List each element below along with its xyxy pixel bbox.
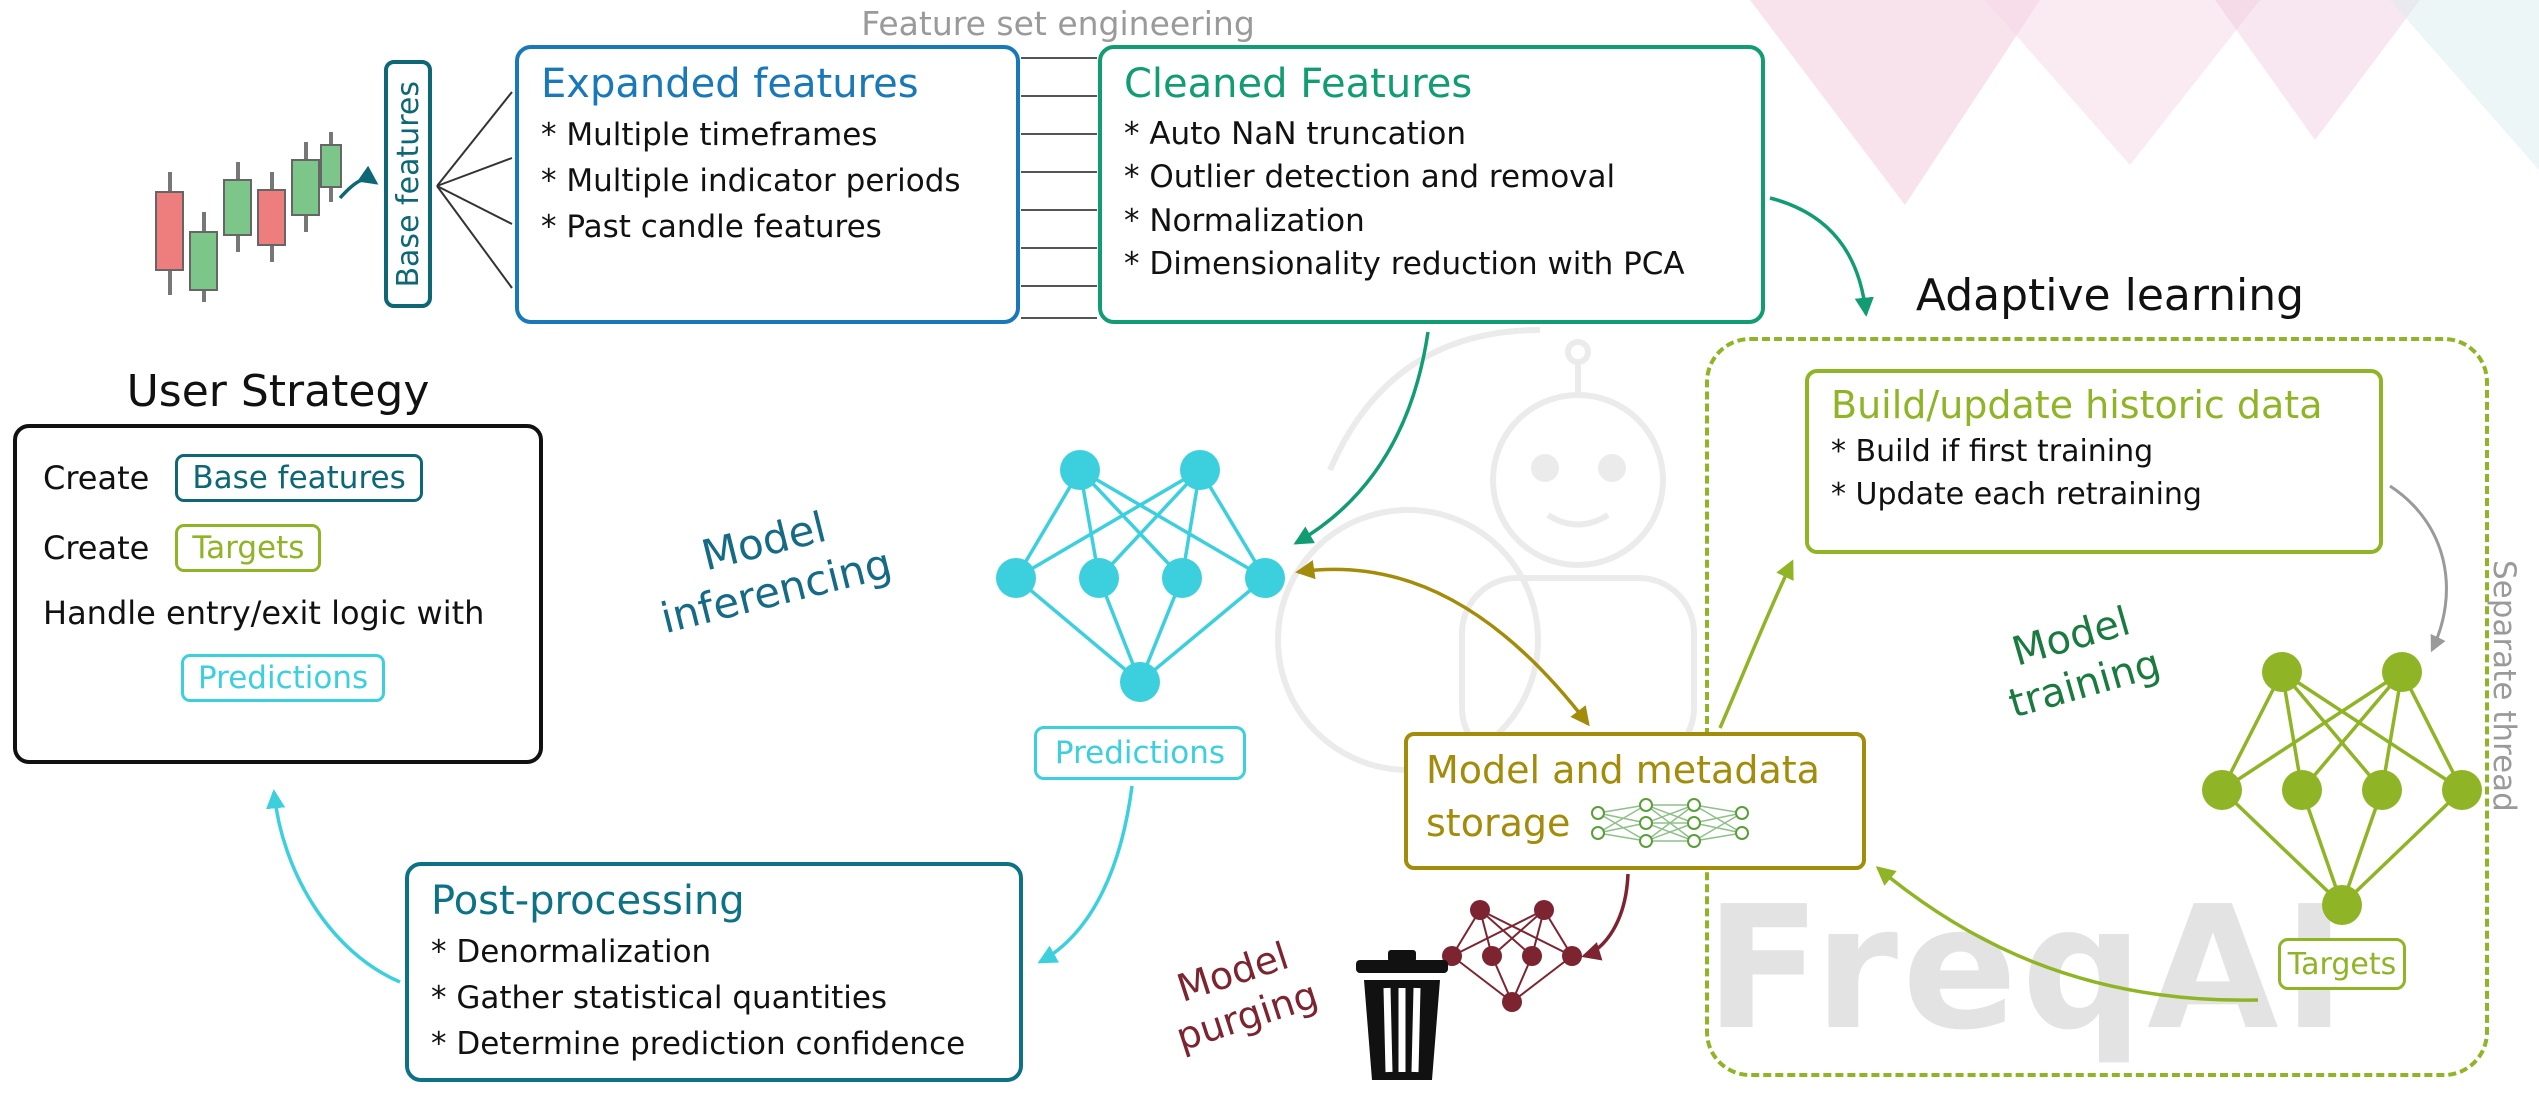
- adaptive-learning-title: Adaptive learning: [1915, 270, 2305, 321]
- build-update-list: * Build if first training * Update each r…: [1831, 431, 2357, 516]
- base-to-expanded-fan-lines: [436, 91, 513, 289]
- cleaned-features-list: * Auto NaN truncation * Outlier detection…: [1124, 113, 1739, 287]
- build-update-title: Build/update historic data: [1831, 383, 2323, 427]
- model-storage-box: Model and metadata storage: [1404, 732, 1866, 870]
- purged-model-neural-network-icon: [1442, 900, 1582, 1012]
- cleaned-to-inference-arrow: [1293, 331, 1430, 545]
- predictions-to-postprocessing-arrow: [1037, 785, 1134, 964]
- expanded-to-cleaned-flow-lines: [1021, 57, 1097, 319]
- create-label: Create: [43, 529, 150, 567]
- handle-logic-row: Handle entry/exit logic with: [43, 594, 539, 632]
- build-update-item: * Build if first training: [1831, 434, 2154, 469]
- expanded-features-list: * Multiple timeframes * Multiple indicato…: [541, 113, 994, 251]
- expanded-feature-item: * Multiple indicator periods: [541, 162, 961, 199]
- freqai-robot-watermark-icon: [1275, 327, 1697, 773]
- post-processing-item: * Denormalization: [431, 934, 712, 970]
- expanded-feature-item: * Multiple timeframes: [541, 117, 878, 153]
- candlestick-chart-icon: [155, 132, 342, 302]
- cleaned-feature-item: * Dimensionality reduction with PCA: [1124, 246, 1685, 283]
- stored-model-icon: [1591, 798, 1750, 849]
- cleaned-feature-item: * Auto NaN truncation: [1124, 116, 1467, 152]
- predictions-output-tag: Predictions: [1034, 726, 1246, 780]
- user-strategy-title: User Strategy: [126, 366, 430, 417]
- expanded-features-box: Expanded features * Multiple timeframes*…: [515, 45, 1020, 324]
- model-storage-exchange-arrow: [1295, 560, 1590, 727]
- post-processing-item: * Determine prediction confidence: [431, 1025, 966, 1062]
- cleaned-features-title: Cleaned Features: [1124, 61, 1473, 107]
- storage-title-row: storage: [1426, 795, 1862, 851]
- build-update-box: Build/update historic data * Build if fi…: [1805, 369, 2383, 554]
- predictions-row: Predictions: [43, 654, 539, 702]
- expanded-features-title: Expanded features: [541, 61, 919, 107]
- postprocessing-to-strategy-arrow: [266, 789, 401, 984]
- build-update-item: * Update each retraining: [1831, 476, 2202, 512]
- candles-to-base-arrow: [338, 165, 379, 200]
- trash-icon: [1356, 950, 1448, 1080]
- base-features-tag: Base features: [175, 454, 423, 502]
- targets-training-tag: Targets: [2278, 938, 2406, 990]
- post-processing-list: * Denormalization * Gather statistical qu…: [431, 930, 997, 1068]
- inference-neural-network-icon: [996, 450, 1285, 702]
- cleaned-feature-item: * Outlier detection and removal: [1124, 159, 1616, 196]
- post-processing-title: Post-processing: [431, 878, 745, 924]
- storage-title-line2: storage: [1426, 800, 1571, 845]
- base-features-label: Base features: [390, 80, 426, 288]
- storage-to-purge-arrow: [1581, 873, 1630, 961]
- create-base-features-row: Create Base features: [43, 454, 539, 502]
- adaptive-learning-container: [1705, 337, 2489, 1077]
- model-inferencing-label: Model inferencing: [655, 502, 897, 644]
- storage-title-line1: Model and metadata: [1426, 748, 1820, 792]
- predictions-tag: Predictions: [181, 654, 386, 702]
- expanded-feature-item: * Past candle features: [541, 208, 882, 245]
- separate-thread-label: Separate thread: [2486, 560, 2522, 812]
- post-processing-box: Post-processing * Denormalization * Gathe…: [405, 862, 1023, 1082]
- cleaned-feature-item: * Normalization: [1124, 202, 1365, 239]
- background-shapes: [1750, 0, 2539, 205]
- post-processing-item: * Gather statistical quantities: [431, 979, 888, 1016]
- feature-set-engineering-label: Feature set engineering: [861, 4, 1255, 43]
- create-targets-row: Create Targets: [43, 524, 539, 572]
- cleaned-features-box: Cleaned Features * Auto NaN truncation* …: [1098, 45, 1765, 324]
- base-features-box: Base features: [384, 60, 432, 308]
- create-label: Create: [43, 459, 150, 497]
- user-strategy-box: Create Base features Create Targets Hand…: [13, 424, 543, 764]
- targets-tag: Targets: [175, 524, 322, 572]
- cleaned-to-adaptive-arrow: [1769, 196, 1874, 317]
- handle-logic-label: Handle entry/exit logic with: [43, 594, 485, 632]
- model-purging-label: Model purging: [1170, 933, 1324, 1060]
